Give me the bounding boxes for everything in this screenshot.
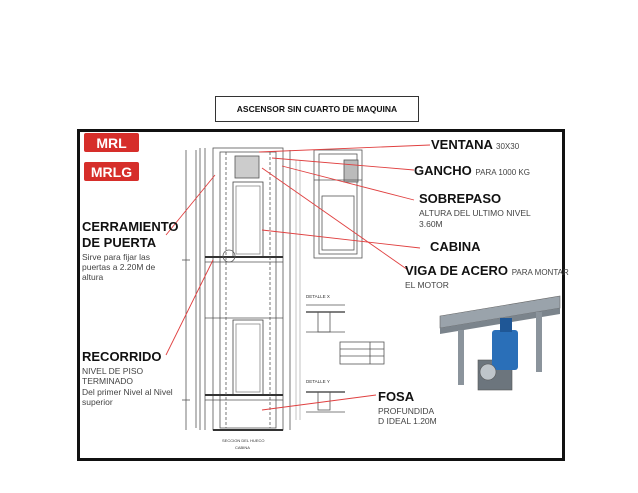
page-title: ASCENSOR SIN CUARTO DE MAQUINA — [215, 96, 419, 122]
fosa-desc-2: D IDEAL 1.20M — [378, 416, 437, 426]
shaft-section — [182, 147, 291, 431]
recorrido-desc-4: superior — [82, 397, 113, 407]
cabina-label: CABINA — [430, 239, 481, 254]
mrlg-tag: MRLG — [84, 162, 139, 181]
detail-y-label: DETALLE Y — [306, 379, 330, 384]
cerramiento-desc-3: altura — [82, 272, 104, 282]
viga-title: VIGA DE ACERO — [405, 263, 509, 278]
recorrido-label: RECORRIDO — [82, 349, 162, 364]
side-elevation — [313, 149, 363, 259]
cerramiento-label-1: CERRAMIENTO — [82, 219, 179, 234]
detail-x — [306, 304, 385, 365]
cerramiento-label-2: DE PUERTA — [82, 235, 157, 250]
ventana-label: VENTANA 30X30 — [431, 138, 519, 154]
section-cabin-label: CABINA — [235, 445, 250, 450]
diagram-frame — [77, 129, 565, 461]
fosa-label: FOSA — [378, 389, 415, 404]
recorrido-desc-1: NIVEL DE PISO — [82, 366, 144, 376]
viga-desc-1: PARA MONTAR — [511, 268, 569, 277]
section-label: SECCION DEL HUECO — [222, 438, 265, 443]
ventana-desc: 30X30 — [496, 142, 520, 151]
leader-lines — [165, 144, 431, 411]
gancho-desc: PARA 1000 KG — [475, 168, 530, 177]
viga-desc-2: EL MOTOR — [405, 280, 449, 290]
gancho-label: GANCHO PARA 1000 KG — [414, 164, 530, 180]
dimension-vertical-lines — [295, 160, 301, 420]
recorrido-desc-3: Del primer Nivel al Nivel — [82, 387, 173, 397]
viga-label: VIGA DE ACERO PARA MONTAR — [405, 264, 569, 280]
cerramiento-desc-1: Sirve para fijar las — [82, 252, 151, 262]
cerramiento-desc-2: puertas a 2.20M de — [82, 262, 156, 272]
mrl-tag: MRL — [84, 133, 139, 152]
sobrepaso-desc-2: 3.60M — [419, 219, 443, 229]
gancho-title: GANCHO — [414, 163, 472, 178]
sobrepaso-label: SOBREPASO — [419, 191, 502, 206]
steel-beam-motor-illustration — [439, 295, 561, 391]
recorrido-desc-2: TERMINADO — [82, 376, 133, 386]
fosa-desc-1: PROFUNDIDA — [378, 406, 435, 416]
ventana-title: VENTANA — [431, 137, 493, 152]
sobrepaso-desc-1: ALTURA DEL ULTIMO NIVEL — [419, 208, 531, 218]
detail-x-label: DETALLE X — [306, 294, 330, 299]
